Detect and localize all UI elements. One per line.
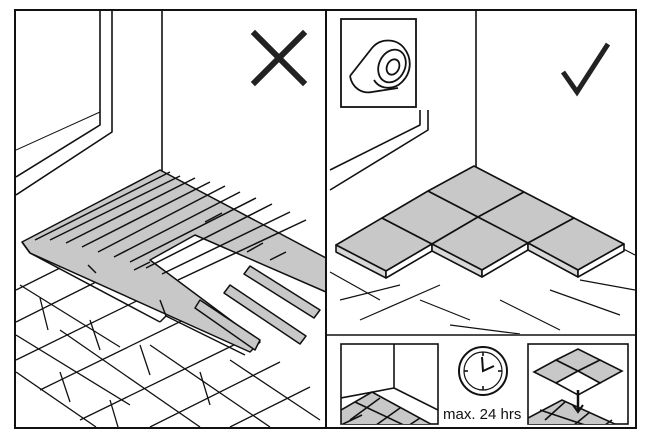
placed-tiles (335, 165, 625, 279)
wall-window (16, 11, 163, 196)
plank-stack (21, 169, 326, 356)
cross-icon (250, 29, 308, 87)
clock-icon (458, 346, 508, 396)
step-floor-corner (340, 343, 439, 425)
time-label: max. 24 hrs (443, 406, 521, 423)
frames (14, 9, 637, 429)
loose-planks (194, 265, 321, 351)
bottom-strip: max. 24 hrs (340, 343, 629, 425)
floor-tiles (16, 267, 321, 427)
check-icon (560, 42, 611, 97)
left-panel (16, 11, 326, 427)
right-panel (329, 11, 635, 334)
floor-tiles-right (329, 271, 635, 334)
step-tiles-lift (527, 343, 629, 425)
tape-roll-icon (340, 18, 417, 108)
